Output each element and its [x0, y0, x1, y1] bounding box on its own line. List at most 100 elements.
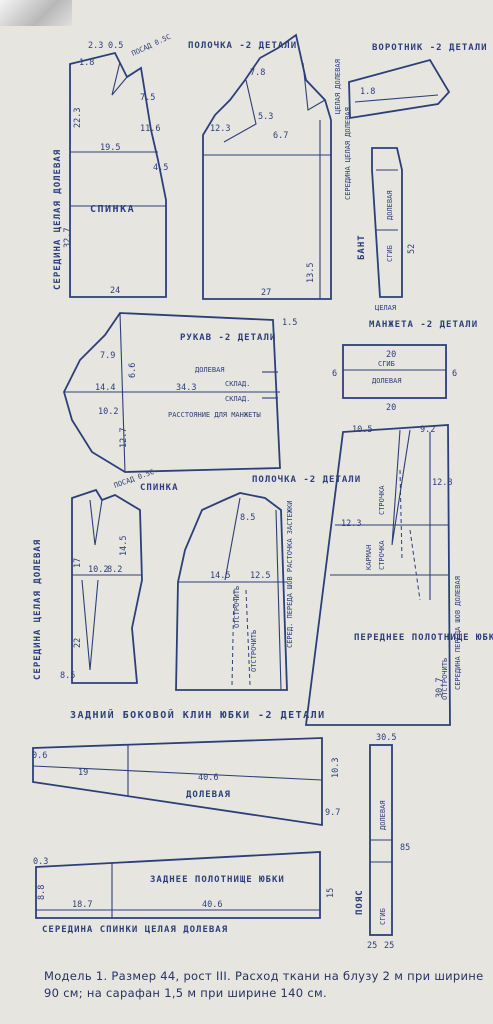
dim-text: 10.3 — [331, 758, 341, 778]
dim-text: 25 — [367, 941, 377, 951]
dim-text: 17 — [73, 558, 83, 568]
sleeve-pleat-2: СКЛАД. — [225, 395, 250, 403]
paper-clip-corner — [0, 0, 72, 26]
dim-text: 14.4 — [95, 383, 115, 393]
dim-text: 12.3 — [341, 519, 361, 529]
dim-text: 14.5 — [210, 571, 230, 581]
dim-text: 0.5 — [108, 41, 123, 51]
dim-text: 1.5 — [282, 318, 297, 328]
cuff-piece: МАНЖЕТА -2 ДЕТАЛИ 20 СГИБ ДОЛЕВАЯ 20 6 6 — [332, 320, 478, 413]
pocket-label: КАРМАН — [365, 545, 373, 570]
dim-text: 12.3 — [210, 124, 230, 134]
skirt-stitch-off: ОТСТРОЧИТЬ — [441, 658, 449, 700]
bow-grain: ДОЛЕВАЯ — [386, 190, 394, 220]
dim-text: 19.5 — [100, 143, 120, 153]
cuff-title: МАНЖЕТА -2 ДЕТАЛИ — [369, 320, 478, 330]
dim-text: 19 — [78, 768, 88, 778]
front-title: ПОЛОЧКА -2 ДЕТАЛИ — [188, 41, 297, 51]
sarafan-front-piece: ПОЛОЧКА -2 ДЕТАЛИ СЕРЕД. ПЕРЕДА ШОВ РАСТ… — [175, 475, 361, 691]
dim-text: 6.6 — [128, 363, 138, 378]
dim-text: 52 — [407, 244, 417, 254]
sarafan-front-title: ПОЛОЧКА -2 ДЕТАЛИ — [252, 475, 361, 485]
dim-text: 1.8 — [79, 58, 94, 68]
pattern-sheet: 2.3 0.5 1.8 ПОСАД 0.5С 22.3 19.5 32.7 24… — [32, 33, 493, 951]
belt-piece: 30.5 ПОЯС ДОЛЕВАЯ СГИБ 85 25 25 — [355, 733, 410, 951]
dim-text: 6 — [452, 369, 457, 379]
dim-text: 4.5 — [153, 163, 168, 173]
dim-text: 30.7 — [435, 678, 445, 698]
dim-text: 8.8 — [37, 885, 47, 900]
bow-fold: СГИБ — [386, 245, 394, 262]
sarafan-back-center: СЕРЕДИНА ЦЕЛАЯ ДОЛЕВАЯ — [33, 539, 43, 680]
dim-text: 12.7 — [119, 428, 129, 448]
skirt-front-title: ПЕРЕДНЕЕ ПОЛОТНИЩЕ ЮБКИ -2 ДЕТАЛИ — [354, 633, 493, 643]
back-skirt-title: ЗАДНЕЕ ПОЛОТНИЩЕ ЮБКИ — [150, 875, 285, 885]
back-skirt-panel: ЗАДНЕЕ ПОЛОТНИЩЕ ЮБКИ 40.6 18.7 8.8 15 0… — [33, 851, 336, 935]
skirt-front-center: СЕРЕДИНА ПЕРЕДА ШОВ ДОЛЕВАЯ — [454, 576, 462, 690]
stitch-label: СТРОЧКА — [378, 485, 386, 515]
dim-text: ПОСАД 0.5С — [130, 33, 172, 58]
sarafan-back-title: СПИНКА — [140, 483, 179, 493]
cuff-fold: СГИБ — [378, 360, 395, 368]
bow-bottom: ЦЕЛАЯ — [375, 304, 396, 312]
whole-grain: ЦЕЛАЯ ДОЛЕВАЯ — [334, 59, 342, 114]
gore-grain: ДОЛЕВАЯ — [186, 790, 231, 800]
dim-text: 22.3 — [73, 108, 83, 128]
dim-text: 12.8 — [432, 478, 452, 488]
dim-text: 24 — [110, 286, 120, 296]
dim-text: 10.5 — [352, 425, 372, 435]
front-center: СЕРЕДИНА ЦЕЛАЯ ДОЛЕВАЯ — [344, 107, 352, 200]
dim-text: 1.8 — [360, 87, 375, 97]
dim-text: 8.5 — [60, 671, 75, 681]
dim-text: 8.5 — [240, 513, 255, 523]
dim-text: 34.3 — [176, 383, 196, 393]
dim-text: 7.8 — [250, 68, 265, 78]
skirt-front-panel: ПЕРЕДНЕЕ ПОЛОТНИЩЕ ЮБКИ -2 ДЕТАЛИ СЕРЕДИ… — [304, 424, 493, 726]
sleeve-piece: РУКАВ -2 ДЕТАЛИ ДОЛЕВАЯ СКЛАД. СКЛАД. РА… — [63, 312, 297, 473]
dim-text: 6 — [332, 369, 337, 379]
belt-title: ПОЯС — [355, 889, 365, 915]
dim-text: 8.2 — [107, 565, 122, 575]
dim-text: 11.6 — [140, 124, 160, 134]
sleeve-grain: ДОЛЕВАЯ — [195, 366, 225, 374]
belt-grain: ДОЛЕВАЯ — [379, 800, 387, 830]
dim-text: 7.5 — [140, 93, 155, 103]
dim-text: 22 — [73, 638, 83, 648]
dim-text: 25 — [384, 941, 394, 951]
dim-text: 0.3 — [33, 857, 48, 867]
dim-text: 32.7 — [63, 228, 73, 248]
back-title: СПИНКА — [90, 204, 135, 215]
dim-text: 10.2 — [98, 407, 118, 417]
sleeve-distance: РАССТОЯНИЕ ДЛЯ МАНЖЕТЫ — [168, 411, 261, 419]
dim-text: 18.7 — [72, 900, 92, 910]
dim-text: 27 — [261, 288, 271, 298]
dim-text: 85 — [400, 843, 410, 853]
stitch-label-2: СТРОЧКА — [378, 540, 386, 570]
dim-text: 9.2 — [420, 425, 435, 435]
dim-text: 10.2 — [88, 565, 108, 575]
belt-fold: СГИБ — [379, 908, 387, 925]
dim-text: 14.5 — [119, 536, 129, 556]
dim-text: 13.5 — [306, 263, 316, 283]
dim-text: 9.7 — [325, 808, 340, 818]
dim-text: 6.7 — [273, 131, 288, 141]
back-center-line: СЕРЕДИНА ЦЕЛАЯ ДОЛЕВАЯ — [53, 149, 63, 290]
front-center-2: СЕРЕД. ПЕРЕДА ШОВ РАСТОЧКА ЗАСТЕЖКИ — [286, 500, 294, 648]
stitch-off-2: ОТСТРОЧИТЬ — [250, 630, 258, 672]
back-side-gore-title: ЗАДНИЙ БОКОВОЙ КЛИН ЮБКИ -2 ДЕТАЛИ — [70, 708, 326, 721]
dim-text: 40.6 — [198, 773, 218, 783]
bow-piece: БАНТ СГИБ ДОЛЕВАЯ 52 ЦЕЛАЯ — [357, 147, 417, 312]
dim-text: 2.3 — [88, 41, 103, 51]
collar-piece: ВОРОТНИК -2 ДЕТАЛИ 1.8 — [348, 43, 487, 120]
caption-text: Модель 1. Размер 44, рост III. Расход тк… — [44, 969, 484, 1000]
sarafan-back-piece: СПИНКА 10.2 8.2 17 22 8.5 14.5 ПОСАД 0.5… — [33, 468, 179, 684]
dim-text: 5.3 — [258, 112, 273, 122]
bow-title: БАНТ — [357, 234, 367, 260]
dim-text: 20 — [386, 350, 396, 360]
back-piece: 2.3 0.5 1.8 ПОСАД 0.5С 22.3 19.5 32.7 24… — [53, 33, 172, 298]
dim-text: 30.5 — [376, 733, 396, 743]
dim-text: 0.6 — [32, 751, 47, 761]
dim-text: 7.9 — [100, 351, 115, 361]
cuff-grain: ДОЛЕВАЯ — [372, 377, 402, 385]
